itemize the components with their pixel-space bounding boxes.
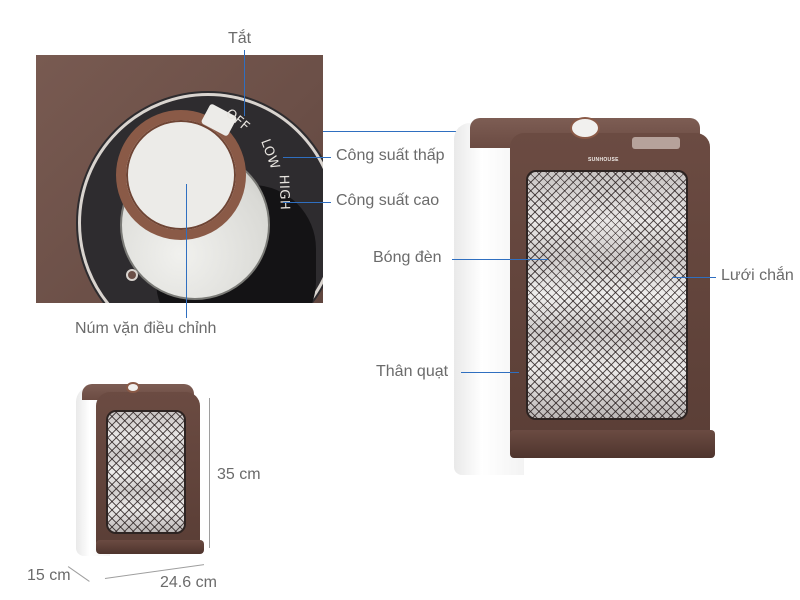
- heater-display: [632, 137, 680, 149]
- callout-line-body: [461, 372, 519, 374]
- callout-line-knob: [186, 184, 188, 318]
- callout-line-bulb: [452, 259, 548, 261]
- heater-grill: [526, 170, 688, 420]
- depth-label: 15 cm: [27, 567, 71, 584]
- dimension-heater-image: [74, 382, 206, 560]
- label-low-power: Công suất thấp: [336, 147, 445, 164]
- small-heater-base: [96, 540, 204, 554]
- label-bulb: Bóng đèn: [373, 249, 442, 266]
- label-grill: Lưới chắn: [721, 267, 794, 284]
- small-heater-top-knob: [126, 382, 140, 393]
- heater-base: [510, 430, 715, 458]
- label-high-power: Công suất cao: [336, 192, 440, 209]
- depth-dimension-line: [67, 566, 90, 583]
- brand-logo: SUNHOUSE: [588, 157, 619, 163]
- height-dimension-line: [209, 398, 211, 548]
- knob-closeup-image: OFF LOW HIGH: [36, 55, 323, 303]
- label-body: Thân quạt: [376, 363, 449, 380]
- callout-line-off: [244, 50, 246, 116]
- height-label: 35 cm: [217, 466, 261, 483]
- label-knob: Núm vặn điều chỉnh: [75, 320, 217, 337]
- callout-line-grill: [672, 277, 716, 279]
- label-off: Tắt: [228, 30, 252, 47]
- dial-label-high: HIGH: [275, 174, 292, 211]
- main-heater-image: SUNHOUSE: [450, 115, 720, 485]
- heater-top-knob: [570, 117, 600, 139]
- width-label: 24.6 cm: [160, 574, 217, 591]
- small-heater-grill: [106, 410, 186, 534]
- callout-line-low: [283, 157, 331, 159]
- dial-notch: [126, 269, 138, 281]
- callout-line-high: [283, 202, 331, 204]
